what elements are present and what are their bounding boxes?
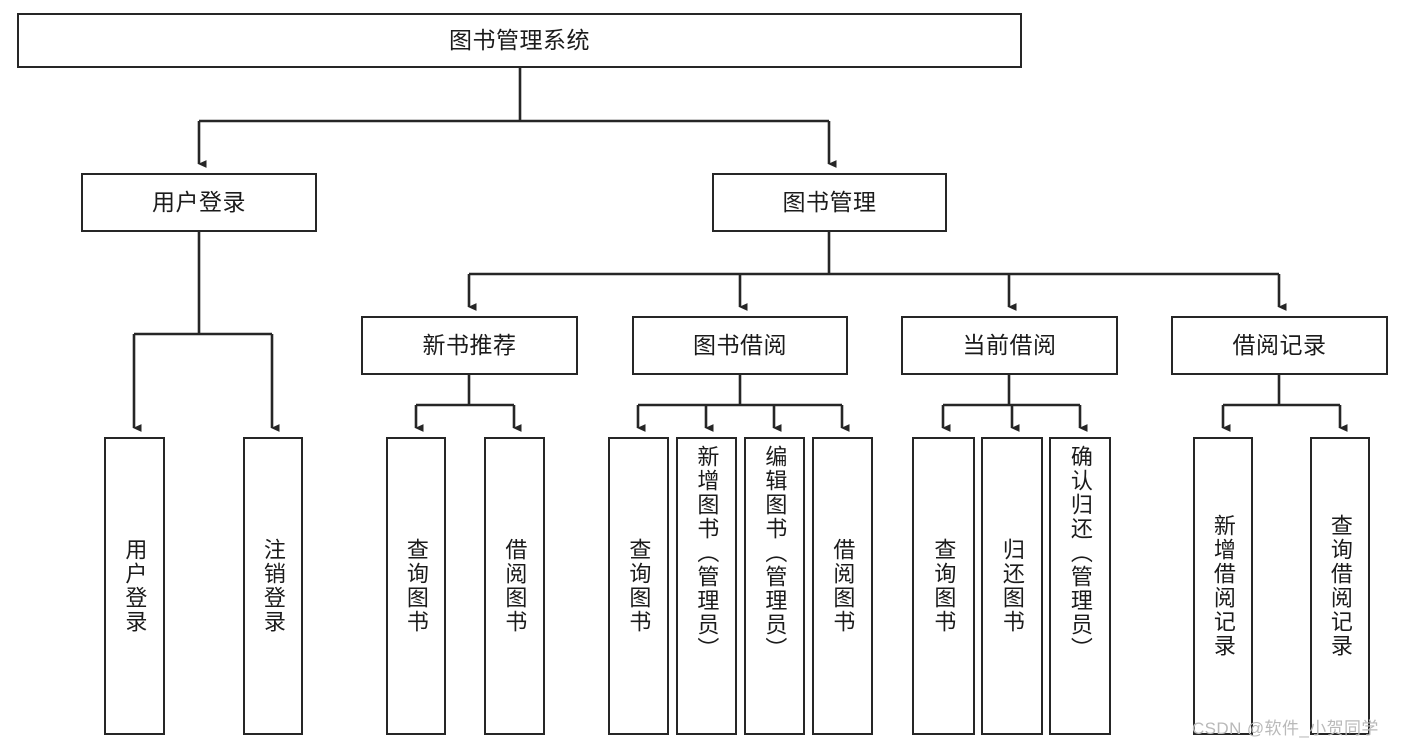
node-label: 查询图书 — [626, 538, 652, 634]
node-label: 新增借阅记录 — [1210, 514, 1236, 658]
node-label: 图书管理系统 — [449, 27, 590, 54]
node-leaf-return-book[interactable]: 归还图书 — [981, 437, 1043, 735]
node-current-borrow[interactable]: 当前借阅 — [901, 316, 1118, 375]
node-label: 图书管理 — [782, 189, 877, 216]
node-label: 用户登录 — [152, 189, 246, 216]
node-root[interactable]: 图书管理系统 — [17, 13, 1022, 68]
node-leaf-edit-book-admin[interactable]: 编辑图书（管理员） — [744, 437, 805, 735]
node-leaf-query-borrow-record[interactable]: 查询借阅记录 — [1310, 437, 1370, 735]
node-label: 查询图书 — [403, 538, 429, 634]
node-leaf-logout[interactable]: 注销登录 — [243, 437, 303, 735]
node-label: 用户登录 — [122, 538, 148, 634]
node-book-borrow[interactable]: 图书借阅 — [632, 316, 848, 375]
node-leaf-query-book-1[interactable]: 查询图书 — [386, 437, 446, 735]
node-label: 图书借阅 — [693, 332, 787, 359]
node-leaf-borrow-book-2[interactable]: 借阅图书 — [812, 437, 873, 735]
node-leaf-borrow-book-1[interactable]: 借阅图书 — [484, 437, 545, 735]
node-book-manage[interactable]: 图书管理 — [712, 173, 947, 232]
node-leaf-add-borrow-record[interactable]: 新增借阅记录 — [1193, 437, 1253, 735]
node-label: 查询图书 — [931, 538, 957, 634]
node-label: 借阅图书 — [830, 538, 856, 634]
node-label: 借阅记录 — [1232, 332, 1327, 359]
node-label: 确认归还（管理员） — [1067, 445, 1093, 661]
node-label: 注销登录 — [260, 538, 286, 634]
node-label: 借阅图书 — [502, 538, 528, 634]
node-label: 编辑图书（管理员） — [762, 445, 788, 661]
node-leaf-user-login[interactable]: 用户登录 — [104, 437, 165, 735]
node-leaf-query-book-3[interactable]: 查询图书 — [912, 437, 975, 735]
node-label: 查询借阅记录 — [1327, 514, 1353, 658]
node-new-book-rec[interactable]: 新书推荐 — [361, 316, 578, 375]
node-user-login[interactable]: 用户登录 — [81, 173, 317, 232]
node-label: 当前借阅 — [962, 332, 1057, 359]
node-label: 新增图书（管理员） — [694, 445, 720, 661]
node-borrow-record[interactable]: 借阅记录 — [1171, 316, 1388, 375]
node-label: 归还图书 — [999, 538, 1025, 634]
edge-layer — [132, 68, 1348, 432]
node-leaf-add-book-admin[interactable]: 新增图书（管理员） — [676, 437, 737, 735]
node-label: 新书推荐 — [422, 332, 517, 359]
csdn-watermark: CSDN @软件_小贺同学 — [1192, 719, 1379, 738]
node-leaf-query-book-2[interactable]: 查询图书 — [608, 437, 669, 735]
node-leaf-confirm-return-admin[interactable]: 确认归还（管理员） — [1049, 437, 1111, 735]
